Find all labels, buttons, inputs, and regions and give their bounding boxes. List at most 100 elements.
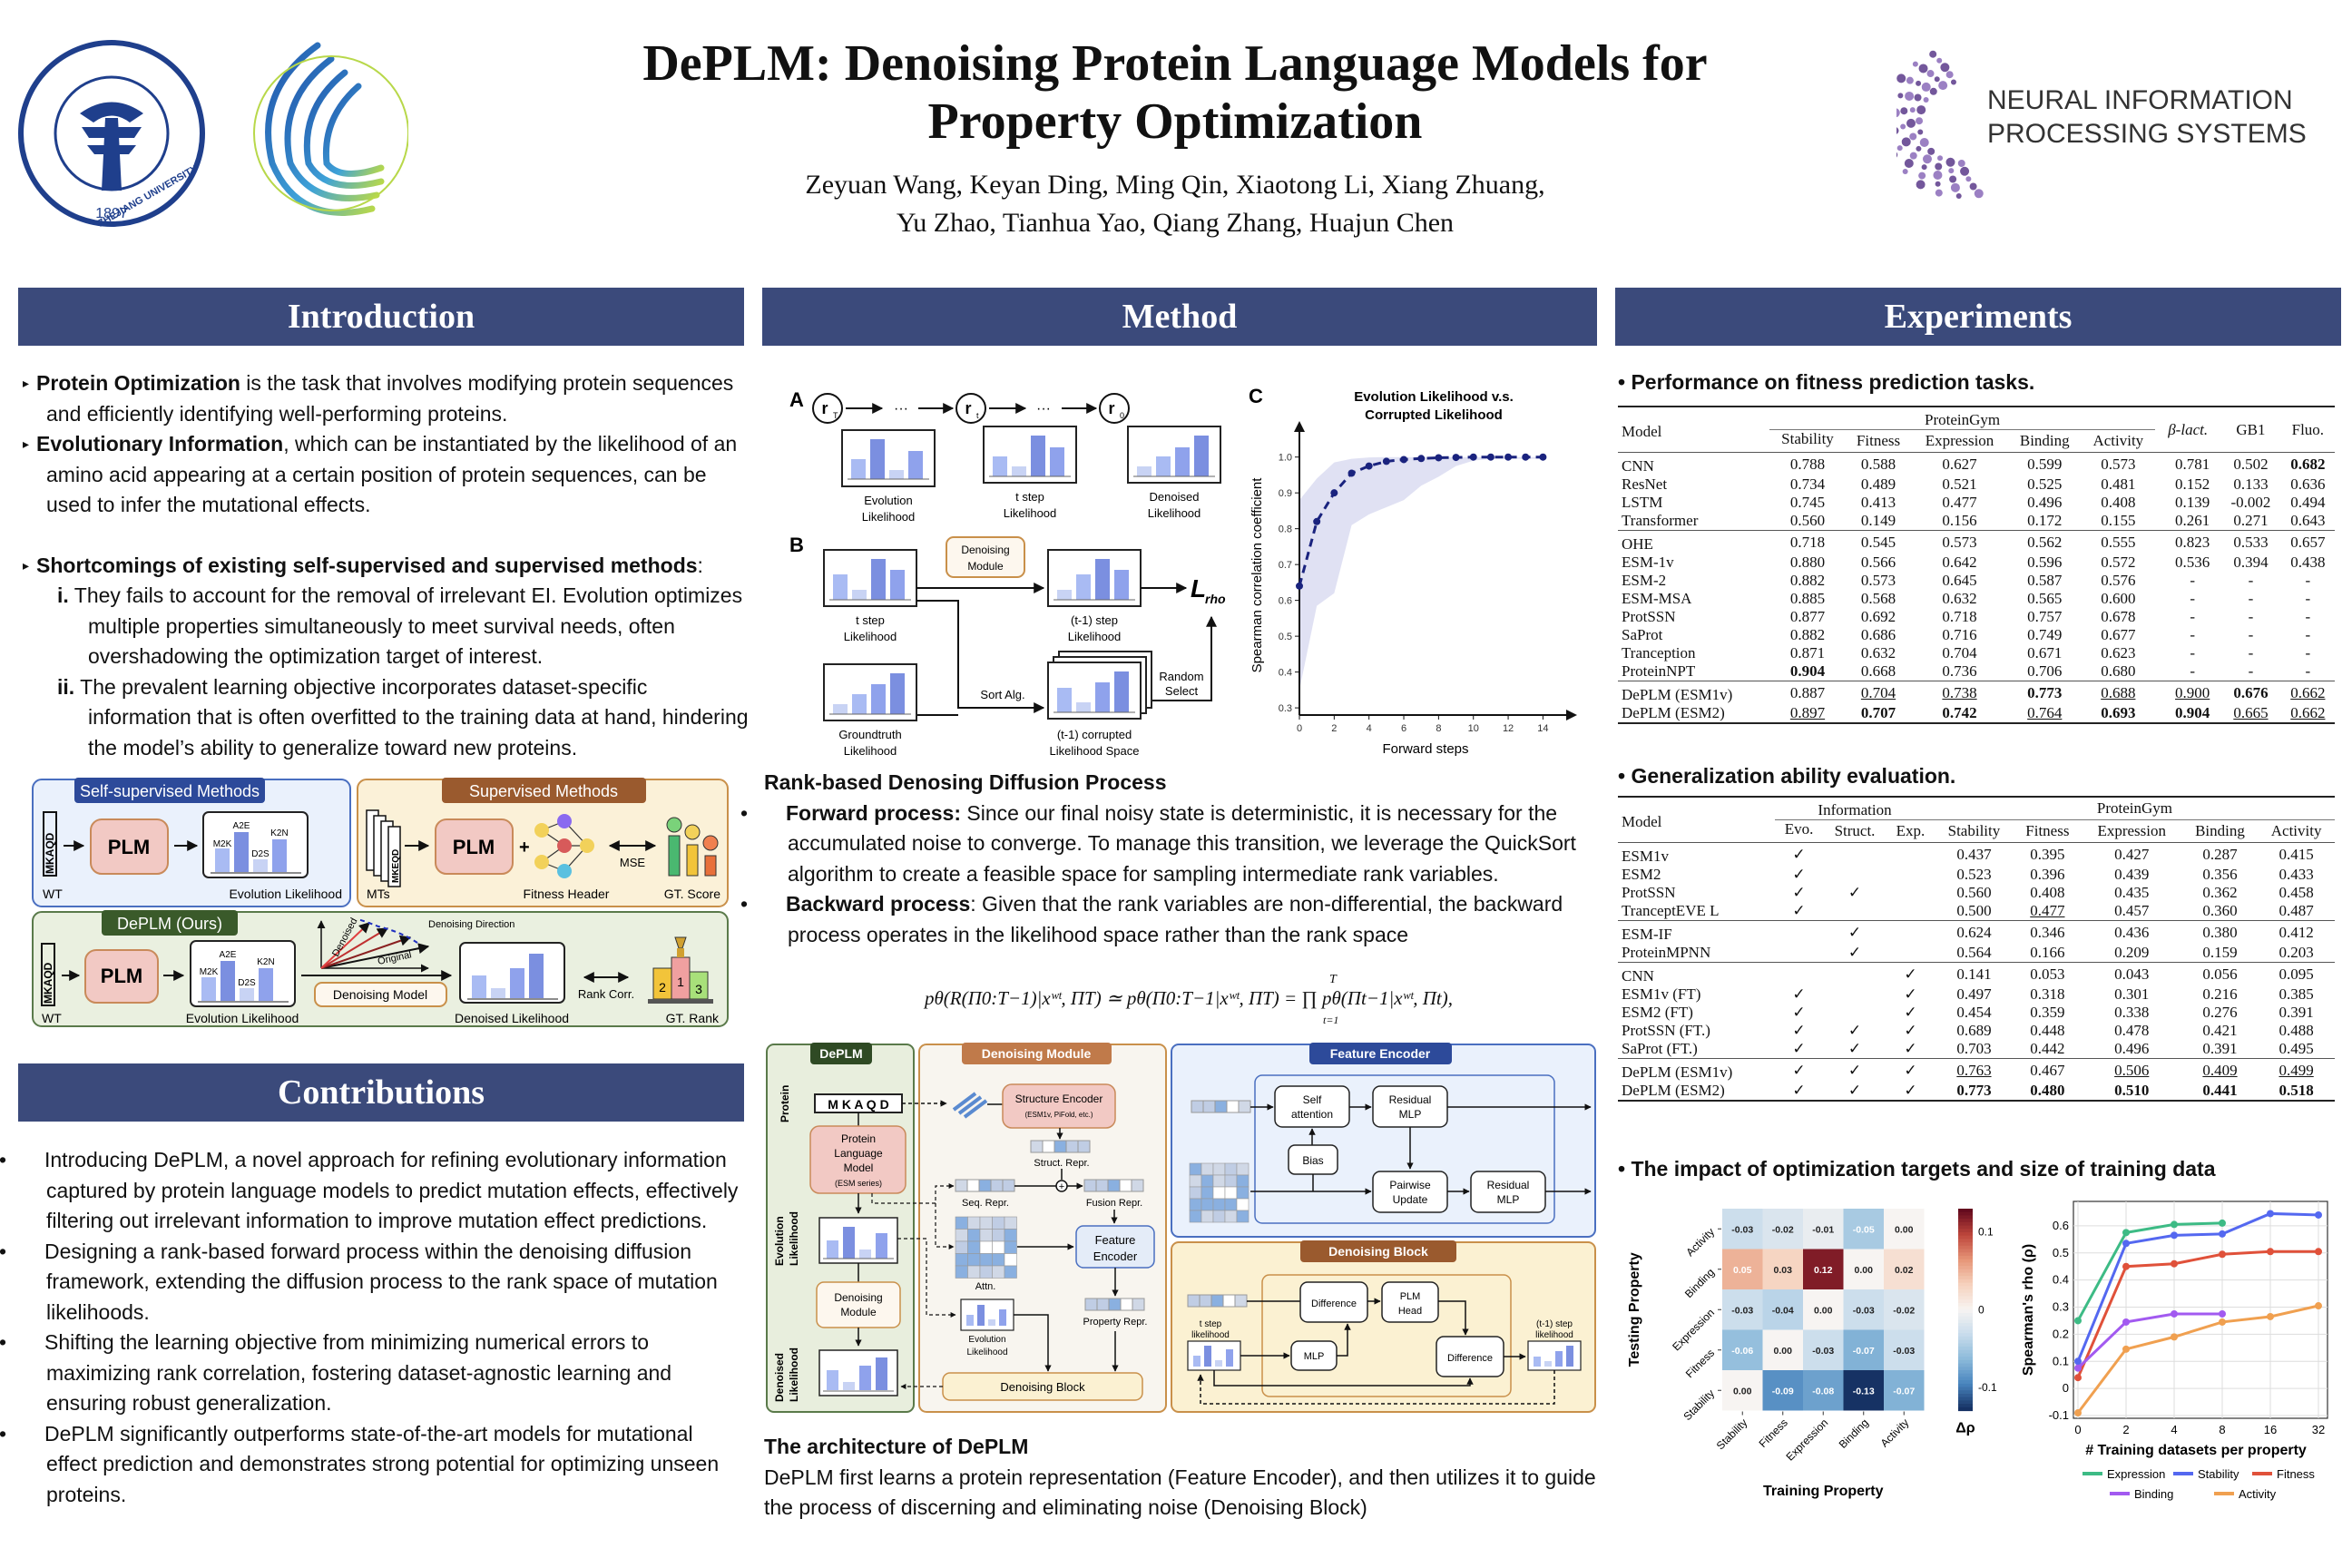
matrix-cell (1189, 1210, 1202, 1223)
heatmap-value-label: 0.00 (1814, 1305, 1833, 1316)
matrix-cell (1212, 1198, 1226, 1211)
table-cell: 0.624 (1956, 923, 1992, 941)
colorbar-segment (1958, 1339, 1973, 1344)
y-tick-label: 0.5 (1279, 632, 1292, 642)
table-cell: 0.427 (2114, 845, 2150, 863)
heatmap-cell (1843, 1289, 1884, 1330)
zhejiang-university-logo: 1897 ZHEJIANG UNIVERSITY (18, 40, 205, 230)
table-cell: 0.494 (2290, 494, 2326, 511)
deplm-ours-title: DePLM (Ours) (117, 915, 222, 933)
table-cell: 0.707 (1860, 704, 1896, 721)
mts-label: MTs (367, 887, 390, 901)
neurips-dot (1937, 155, 1944, 162)
matrix-cell (955, 1240, 968, 1254)
y-tick-label: Fitness (1683, 1347, 1717, 1380)
table-cell: 0.271 (2233, 512, 2269, 529)
plm-text: (ESM series) (835, 1179, 882, 1188)
plm-text: Model (844, 1161, 874, 1174)
experiments-subheading-1: • Performance on fitness prediction task… (1618, 370, 2035, 394)
colorbar-segment (1958, 1326, 1973, 1331)
table-cell: 0.773 (1956, 1082, 1992, 1099)
heatmap-cell (1803, 1329, 1844, 1370)
colorbar-segment (1958, 1249, 1973, 1253)
y-axis-label: Testing Property (1627, 1252, 1642, 1367)
struct-enc-text: Structure Encoder (1015, 1093, 1103, 1105)
x-tick-label: 2 (1331, 723, 1337, 734)
table-cell: 0.596 (2027, 554, 2063, 571)
table-cell: 0.703 (1956, 1040, 1992, 1057)
mt-sequence: MKEQD (391, 849, 401, 883)
loss-rho: rho (1205, 592, 1226, 606)
feature-enc-text: Encoder (1093, 1250, 1138, 1263)
matrix-cell (1212, 1210, 1226, 1223)
model-name: ProteinMPNN (1622, 944, 1711, 961)
plm-label: PLM (453, 836, 495, 858)
matrix-cell (1212, 1186, 1226, 1200)
data-point-binding (2074, 1364, 2082, 1372)
table-cell: 0.572 (2101, 554, 2136, 571)
table-cell: 0.704 (1860, 683, 1896, 701)
table-cell: 0.149 (1860, 512, 1896, 529)
table-cell: 0.095 (2278, 965, 2314, 983)
y-tick-label: 0.2 (2053, 1327, 2069, 1340)
table-cell: 0.680 (2101, 662, 2136, 680)
svg-text:t: t (976, 411, 979, 420)
table-cell: 0.738 (1942, 683, 1977, 701)
colorbar-segment (1958, 1400, 1973, 1405)
colorbar-segment (1958, 1380, 1973, 1385)
table-cell: 0.716 (1942, 626, 1977, 643)
table-cell: 0.897 (1789, 704, 1826, 721)
table-cell: 0.216 (2202, 985, 2238, 1003)
matrix-cell (1224, 1198, 1238, 1211)
table-cell: 0.587 (2027, 572, 2063, 589)
x-tick-label: 2 (2122, 1423, 2129, 1436)
gt-score-bars-icon (666, 817, 719, 877)
col-header-activity: Activity (2270, 822, 2322, 839)
legend-label: Binding (2134, 1487, 2173, 1501)
table-cell: 0.636 (2290, 475, 2326, 493)
backward-process: •Backward process: Given that the rank v… (740, 889, 1597, 950)
arch-feature-encoder-title: Feature Encoder (1330, 1046, 1431, 1061)
check-icon: ✓ (1847, 1022, 1862, 1039)
bar-box (983, 426, 1077, 484)
neurips-dot (1909, 152, 1917, 160)
residual-mlp-text: MLP (1399, 1108, 1422, 1121)
heatmap-value-label: -0.03 (1812, 1346, 1834, 1357)
panel-a-label: A (789, 388, 804, 411)
table-cell: 0.391 (2278, 1004, 2314, 1021)
table-cell: 0.904 (1789, 662, 1826, 680)
pairwise-text: Pairwise (1389, 1179, 1431, 1191)
table-cell: 0.380 (2202, 923, 2238, 941)
empty-cell (1886, 921, 1935, 945)
table-cell: 0.478 (2114, 1022, 2150, 1039)
table-cell: - (2248, 662, 2254, 680)
legend-label: Expression (2107, 1467, 2165, 1481)
matrix-cell (967, 1229, 981, 1242)
colorbar-segment (1958, 1235, 1973, 1240)
table-cell: 0.457 (2114, 902, 2150, 919)
x-tick-label: Fitness (1757, 1416, 1790, 1450)
colorbar-segment (1958, 1390, 1973, 1395)
colorbar-segment (1958, 1279, 1973, 1284)
table-cell: 0.276 (2202, 1004, 2238, 1021)
heatmap-value-label: 0.00 (1855, 1265, 1874, 1276)
table-cell: 0.662 (2290, 704, 2326, 721)
table-cell: 0.676 (2233, 683, 2269, 701)
table-cell: 0.043 (2114, 965, 2150, 983)
table-cell: - (2305, 662, 2311, 680)
difference-text: Difference (1447, 1353, 1493, 1364)
institute-swirl-logo (253, 42, 408, 216)
heatmap-value-label: -0.04 (1772, 1305, 1794, 1316)
matrix-cell (967, 1253, 981, 1267)
heatmap-cell (1722, 1370, 1763, 1411)
table-cell: 0.885 (1789, 590, 1826, 607)
heatmap-value-label: -0.06 (1731, 1346, 1753, 1357)
y-tick-label: 0.4 (1279, 668, 1292, 679)
table-cell: 0.757 (2027, 608, 2063, 625)
check-icon: ✓ (1904, 1082, 1917, 1099)
neurips-dot (1896, 152, 1898, 158)
